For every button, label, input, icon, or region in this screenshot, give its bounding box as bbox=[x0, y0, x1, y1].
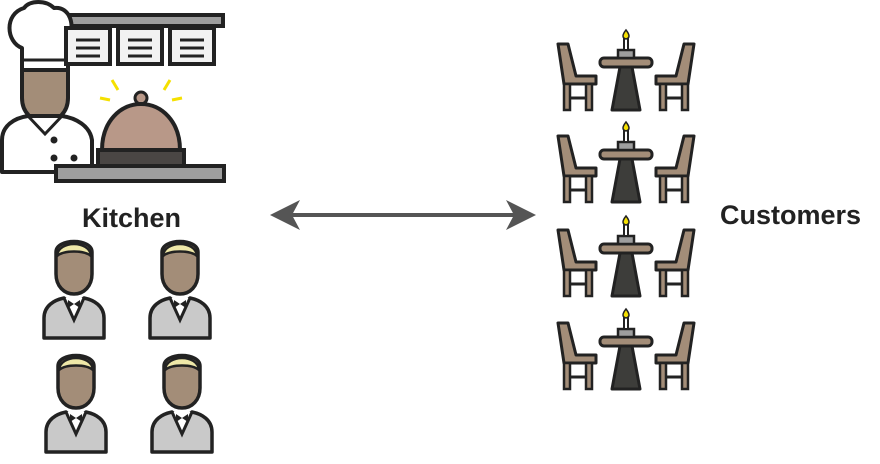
waiter-icon bbox=[148, 239, 212, 340]
serving-cloche-icon bbox=[54, 79, 226, 183]
waiter-icon bbox=[44, 353, 108, 454]
bidirectional-arrow-icon bbox=[270, 200, 536, 230]
order-ticket-icon bbox=[168, 26, 216, 66]
dining-table-icon bbox=[556, 28, 696, 112]
waiter-icon bbox=[150, 353, 214, 454]
order-ticket-icon bbox=[64, 26, 112, 66]
dining-table-icon bbox=[556, 307, 696, 391]
order-ticket-icon bbox=[116, 26, 164, 66]
dining-table-icon bbox=[556, 214, 696, 298]
customers-label: Customers bbox=[720, 200, 862, 230]
dining-table-icon bbox=[556, 120, 696, 204]
kitchen-label: Kitchen bbox=[82, 203, 182, 233]
chef-icon bbox=[0, 0, 225, 174]
waiter-icon bbox=[42, 239, 106, 340]
